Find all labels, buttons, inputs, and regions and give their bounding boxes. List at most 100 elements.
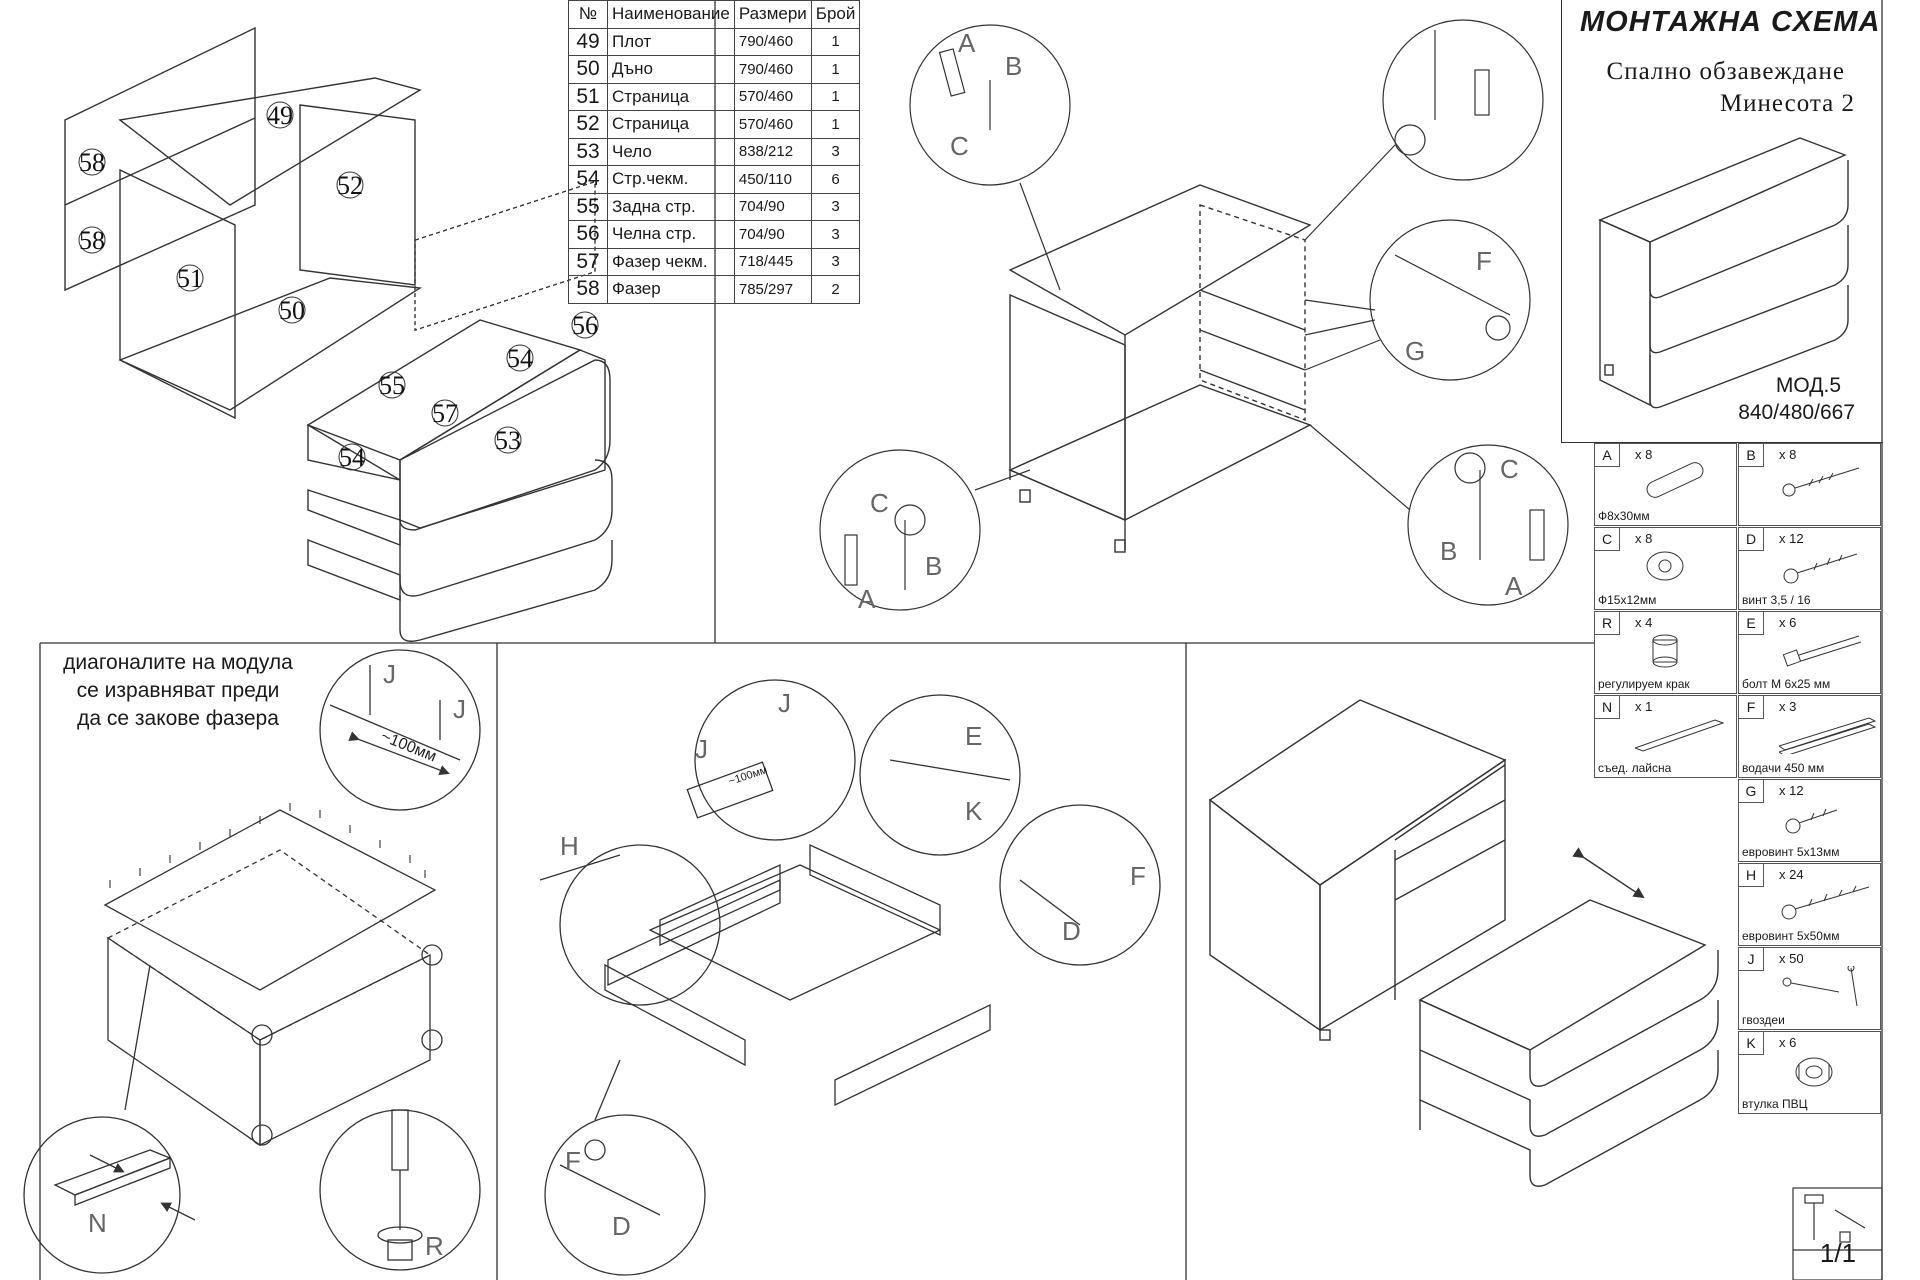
note-line-2: се изравняват преди: [76, 679, 280, 702]
hardware-count: x 24: [1779, 867, 1804, 882]
hardware-item-e: E x 6 болт М 6х25 мм: [1738, 611, 1881, 694]
nail-marks: [109, 803, 426, 888]
cell-no: 54: [568, 165, 608, 194]
part-label-54-a: 54: [507, 344, 533, 373]
callout-a-2: A: [858, 584, 876, 614]
cell-size: 718/445: [733, 247, 812, 276]
title-main: МОНТАЖНА СХЕМА: [1580, 6, 1881, 38]
callout-b-1: B: [1005, 51, 1022, 81]
assembly-note: диагоналите на модула се изравняват пред…: [48, 649, 308, 733]
note-line-1: диагоналите на модула: [63, 651, 293, 674]
cell-qty: 3: [810, 220, 861, 249]
callout-f-3: F: [565, 1146, 581, 1176]
part-label-58-a: 58: [79, 148, 105, 177]
drawer-slide-icon: [1779, 717, 1877, 754]
hardware-desc: водачи 450 мм: [1742, 761, 1825, 775]
hardware-item-f: F x 3 водачи 450 мм: [1738, 695, 1881, 778]
hardware-count: x 6: [1779, 1035, 1797, 1050]
cell-no: 55: [568, 192, 608, 221]
cam-bolt-icon: [1782, 467, 1860, 497]
cell-qty: 1: [810, 82, 861, 111]
detail-bolt-e: [859, 694, 1021, 856]
hardware-letter: C: [1595, 528, 1620, 551]
header-size: Размери: [733, 0, 812, 29]
hardware-item-d: D x 12 винт 3,5 / 16: [1738, 527, 1881, 610]
callout-e: E: [965, 721, 982, 751]
hardware-count: x 8: [1779, 447, 1797, 462]
cell-size: 785/297: [733, 275, 812, 304]
hardware-desc: съед. лайсна: [1598, 761, 1672, 775]
panel-52-side: [299, 104, 416, 286]
bolt-icon: [1782, 635, 1862, 667]
hardware-letter: A: [1595, 444, 1620, 467]
cell-name: Стр.чекм.: [607, 165, 735, 194]
cell-name: Страница: [607, 82, 735, 111]
detail-drawer-slide: [1369, 219, 1531, 381]
header-name: Наименование: [607, 0, 735, 29]
cell-qty: 3: [810, 192, 861, 221]
callout-j-2: J: [453, 694, 466, 724]
cell-size: 704/90: [733, 220, 812, 249]
module-preview: [1598, 137, 1849, 409]
cell-qty: 3: [810, 247, 861, 276]
cell-qty: 1: [810, 27, 861, 56]
hardware-letter: N: [1595, 696, 1620, 719]
detail-screw-h: [559, 844, 721, 1006]
detail-circles: [819, 19, 1569, 611]
part-label-58-b: 58: [79, 226, 105, 255]
nail-icon: [1782, 966, 1858, 1007]
part-label-50: 50: [279, 296, 305, 325]
hardware-count: x 8: [1635, 531, 1653, 546]
bottom-middle-callouts: H J J E K F D F D ~100мм: [560, 688, 1146, 1241]
cell-name: Задна стр.: [607, 192, 735, 221]
hardware-desc: регулируем крак: [1598, 677, 1690, 691]
cell-name: Дъно: [607, 55, 735, 84]
part-label-52: 52: [337, 171, 363, 200]
cell-name: Челна стр.: [607, 220, 735, 249]
panel-50-bottom: [118, 277, 423, 411]
cell-size: 570/460: [733, 82, 812, 111]
part-label-57: 57: [432, 399, 458, 428]
callout-f-1: F: [1476, 246, 1492, 276]
hardware-item-c: C x 8 Ф15х12мм: [1594, 527, 1737, 610]
hardware-count: x 8: [1635, 447, 1653, 462]
callout-g-1: G: [1405, 336, 1425, 366]
header-no: №: [568, 0, 608, 29]
callout-k: K: [965, 796, 983, 826]
cell-no: 50: [568, 55, 608, 84]
cell-name: Чело: [607, 137, 735, 166]
back-panel-nailing: [23, 649, 481, 1274]
hardware-item-n: N x 1 съед. лайсна: [1594, 695, 1737, 778]
wood-screw-icon: [1783, 553, 1858, 584]
fiberboard-sheet: [103, 809, 437, 991]
tools-icon: [1792, 1187, 1883, 1280]
euro-screw-short-icon: [1785, 808, 1838, 834]
hardware-desc: гвоздеи: [1742, 1013, 1785, 1027]
hardware-item-g: G x 12 евровинт 5х13мм: [1738, 779, 1881, 862]
hardware-count: x 1: [1635, 699, 1653, 714]
dimension-label-100mm: ~100мм: [379, 728, 439, 766]
part-label-54-b: 54: [339, 443, 365, 472]
cell-no: 53: [568, 137, 608, 166]
cell-name: Страница: [607, 110, 735, 139]
callout-j-4: J: [778, 688, 791, 718]
final-assembly: [1208, 699, 1719, 1187]
module-label: МОД.5: [1775, 374, 1841, 397]
callout-a-3: A: [1505, 571, 1523, 601]
hardware-letter: J: [1739, 948, 1764, 971]
hardware-count: x 12: [1779, 783, 1804, 798]
joining-strip-icon: [1635, 719, 1725, 752]
page-number: 1/1: [1819, 1238, 1857, 1268]
part-label-51: 51: [177, 264, 203, 293]
cell-no: 51: [568, 82, 608, 111]
cell-size: 790/460: [733, 27, 812, 56]
part-label-53: 53: [495, 426, 521, 455]
hardware-letter: E: [1739, 612, 1764, 635]
dowel-icon: [1646, 462, 1704, 498]
